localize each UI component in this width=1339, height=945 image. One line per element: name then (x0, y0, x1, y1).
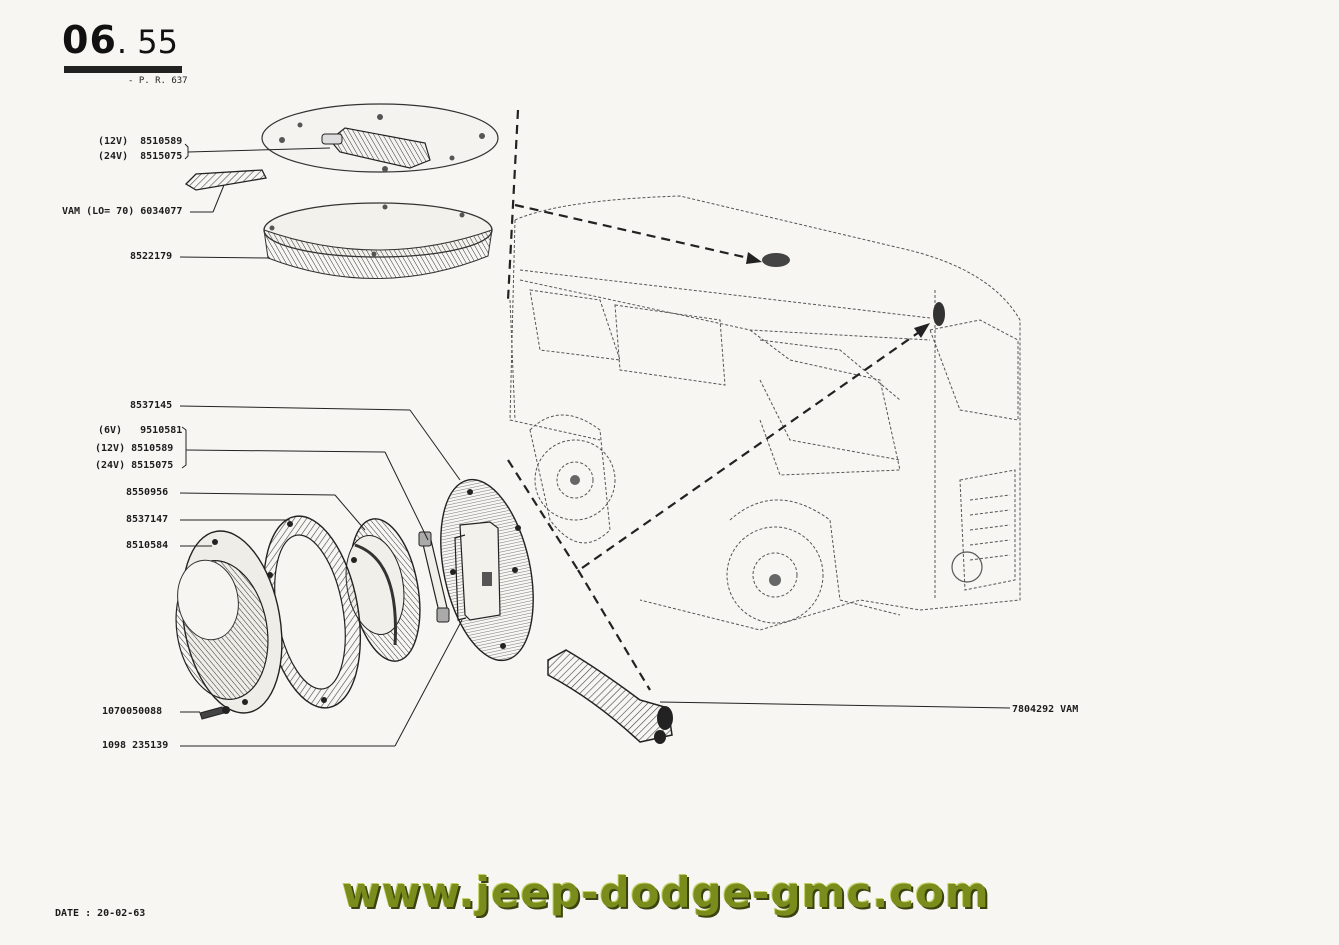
label-8510584: 8510584 (126, 540, 169, 551)
pr-reference: - P. R. 637 (128, 76, 188, 86)
label-top-12v: (12V) 8510589 (98, 136, 183, 147)
gasket-8537147 (262, 515, 362, 709)
label-screw2: 1098 235139 (102, 740, 169, 751)
pointer-arrowheads (746, 252, 930, 338)
label-lamp-24v: (24V) 8515075 (95, 460, 174, 471)
section-number: 06. 55 (62, 18, 178, 62)
lens-8510584 (175, 530, 283, 714)
label-8537147: 8537147 (126, 514, 169, 525)
pointer-lines (506, 109, 926, 691)
screw-icon (199, 706, 230, 720)
dome-lens (263, 202, 493, 279)
base-plate-8537145 (440, 478, 534, 662)
vam-gasket-top (184, 169, 267, 191)
van-outline (509, 195, 1021, 631)
leader-lines-lower (179, 405, 1011, 747)
header-rule (64, 66, 182, 73)
label-vam-gasket: VAM (LO= 70) 6034077 (62, 206, 183, 217)
website-watermark[interactable]: www.jeep-dodge-gmc.com (342, 868, 990, 917)
label-screw: 1070050088 (102, 706, 163, 717)
van-solid-details (570, 253, 983, 586)
bulb (418, 531, 450, 623)
lamp-holder-top (321, 127, 431, 169)
label-top-24v: (24V) 8515075 (98, 151, 183, 162)
label-dome-lens: 8522179 (130, 251, 173, 262)
label-seal: 7804292 VAM (1012, 704, 1079, 715)
label-lamp-12v: (12V) 8510589 (95, 443, 174, 454)
section-major: 06 (62, 18, 117, 62)
section-minor: . 55 (116, 23, 178, 61)
seal-7804292 (547, 649, 673, 744)
label-8550956: 8550956 (126, 487, 169, 498)
reflector-8550956 (345, 518, 421, 662)
leader-lines-top (179, 143, 331, 259)
label-lamp-6v: (6V) 9510581 (98, 425, 183, 436)
label-8537145: 8537145 (130, 400, 173, 411)
revision-date: DATE : 20-02-63 (55, 908, 146, 919)
